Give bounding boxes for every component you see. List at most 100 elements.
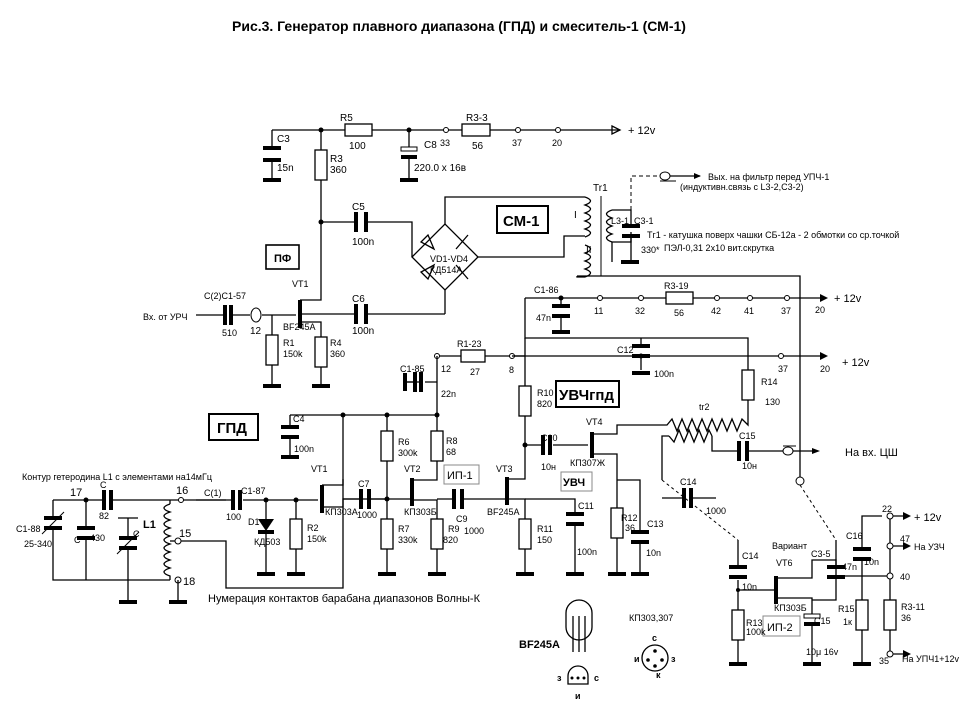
c186-label: С1-86 bbox=[534, 285, 559, 295]
gpd-oscillator: С(1) С1-87 100 D1 КД503 R2 150k VT1 КП30… bbox=[196, 445, 597, 576]
ip2-stage: С14 10n R13 100k VT6 КП303Б Вариант С3-5… bbox=[729, 504, 959, 666]
supply-12v-mid: + 12v bbox=[834, 293, 862, 305]
c82-value: 82 bbox=[99, 511, 109, 521]
r13-resistor bbox=[731, 609, 745, 641]
contact-12b: 12 bbox=[441, 364, 451, 374]
contact-37a: 37 bbox=[512, 138, 522, 148]
kp303-pin-s: с bbox=[652, 633, 657, 643]
c14b-value: 10n bbox=[742, 582, 757, 592]
r5-value: 100 bbox=[349, 141, 366, 152]
tr1-section: Tr1 I II L3-1 С3-1 330* Вых. на фильтр п… bbox=[574, 171, 899, 481]
vt2-label: VT2 bbox=[404, 464, 421, 474]
out-filter-note-1: Вых. на фильтр перед УПЧ-1 bbox=[708, 172, 829, 182]
c5-value: 100n bbox=[352, 237, 374, 248]
bf245a-pin-s: с bbox=[594, 673, 599, 683]
contact-20c: 20 bbox=[820, 364, 830, 374]
tr2-label: tr2 bbox=[699, 402, 710, 412]
contact-40: 40 bbox=[900, 572, 910, 582]
r12-label: R12 bbox=[621, 513, 638, 523]
contact-41: 41 bbox=[744, 306, 754, 316]
c1-value: 100 bbox=[226, 512, 241, 522]
bridge-label: VD1-VD4 bbox=[430, 254, 468, 264]
d1-label: D1 bbox=[248, 517, 260, 527]
contact-42: 42 bbox=[711, 306, 721, 316]
c35-label: С3-5 bbox=[811, 549, 831, 559]
gpd-block bbox=[208, 413, 259, 441]
r33-value: 56 bbox=[472, 141, 484, 152]
pf-block bbox=[265, 244, 300, 270]
r311-value: 36 bbox=[901, 613, 911, 623]
r11-value: 150 bbox=[537, 535, 552, 545]
r319-value: 56 bbox=[674, 308, 684, 318]
c10-label: С10 bbox=[541, 433, 558, 443]
supply-12v-third: + 12v bbox=[842, 357, 870, 369]
kp303-pin-i: и bbox=[634, 654, 640, 664]
c9-value: 1000 bbox=[464, 526, 484, 536]
r123-resistor bbox=[460, 349, 486, 363]
r10-value: 820 bbox=[537, 399, 552, 409]
tr1-note-2: ПЭЛ-0,31 2х10 вит.скрутка bbox=[664, 243, 774, 253]
c15-label: С15 bbox=[739, 431, 756, 441]
r11-label: R11 bbox=[537, 524, 553, 534]
r6-label: R6 bbox=[398, 437, 410, 447]
c3-value: 15n bbox=[277, 163, 294, 174]
bf245a-pinout-label: BF245A bbox=[519, 639, 560, 651]
c2-value: 510 bbox=[222, 328, 237, 338]
contact-35: 35 bbox=[879, 656, 889, 666]
r3-label: R3 bbox=[330, 154, 343, 165]
contact-22: 22 bbox=[882, 504, 892, 514]
contact-15: 15 bbox=[179, 528, 191, 540]
out-filter-note-2: (индуктивн.связь с L3-2,С3-2) bbox=[680, 182, 804, 192]
r9-value: 820 bbox=[443, 535, 458, 545]
block-labels: СМ-1 ПФ ГПД УВЧгпд УВЧ ИП-1 ИП-2 bbox=[208, 205, 801, 637]
r15-resistor bbox=[855, 599, 869, 631]
r15-value: 1к bbox=[843, 617, 852, 627]
c13-label: С13 bbox=[647, 519, 664, 529]
c15b-value: 10μ 16v bbox=[806, 647, 839, 657]
third-supply-line: R1-23 27 12 8 37 20 + 12v С12 100n R14 1… bbox=[400, 338, 870, 445]
c12-value: 100n bbox=[654, 369, 674, 379]
r8-resistor bbox=[430, 430, 444, 462]
c16-label: С16 bbox=[846, 531, 863, 541]
c187-label: С1-87 bbox=[241, 486, 266, 496]
r14-resistor bbox=[741, 369, 755, 401]
c31-label: С3-1 bbox=[634, 216, 654, 226]
input-urch-label: Вх. от УРЧ bbox=[143, 312, 188, 322]
vt1b-label: VT1 bbox=[311, 464, 328, 474]
c9-label: С9 bbox=[456, 514, 468, 524]
contact-20a: 20 bbox=[552, 138, 562, 148]
contact-12a: 12 bbox=[250, 326, 262, 337]
kp303-pinout-label: КП303,307 bbox=[629, 613, 673, 623]
circuit-note: Контур гетеродина L1 с элементами на14мГ… bbox=[22, 472, 212, 482]
c186-value: 47n bbox=[536, 313, 551, 323]
r123-label: R1-23 bbox=[457, 339, 482, 349]
r12-value: 36 bbox=[625, 523, 635, 533]
cm1-title: СМ-1 bbox=[503, 213, 539, 230]
contact-16: 16 bbox=[176, 485, 188, 497]
ip1-title: ИП-1 bbox=[447, 470, 473, 482]
c7-label: С7 bbox=[358, 479, 370, 489]
vt1b-type: КП303А bbox=[325, 507, 358, 517]
input-stage: Вх. от УРЧ С(2)С1-57 510 12 VT1 BF245A R… bbox=[143, 222, 345, 388]
tr1-note-1: Тг1 - катушка поверх чашки СБ-12а - 2 об… bbox=[647, 230, 899, 240]
c16-value: 10n bbox=[864, 557, 879, 567]
kp303-pin-z: з bbox=[671, 654, 676, 664]
r15-label: R15 bbox=[838, 604, 855, 614]
c430-label: С bbox=[74, 535, 81, 545]
c6-value: 100n bbox=[352, 326, 374, 337]
top-supply-section: R5 100 R3-3 56 33 37 20 + 12v С3 15n С8 … bbox=[263, 113, 656, 222]
supply-12v-top: + 12v bbox=[628, 125, 656, 137]
r13-value: 100k bbox=[746, 627, 766, 637]
r6-resistor bbox=[380, 430, 394, 462]
r12-resistor bbox=[610, 507, 624, 539]
c3-label: С3 bbox=[277, 134, 290, 145]
vt1a-type: BF245A bbox=[283, 322, 316, 332]
pinout-bf245a: BF245A з и с bbox=[519, 599, 599, 701]
c14a-label: С14 bbox=[680, 477, 697, 487]
r33-resistor bbox=[461, 123, 491, 137]
c15b-label: С15 bbox=[814, 616, 831, 626]
r2-label: R2 bbox=[307, 523, 319, 533]
drum-note: Нумерация контактов барабана диапазонов … bbox=[208, 593, 481, 605]
